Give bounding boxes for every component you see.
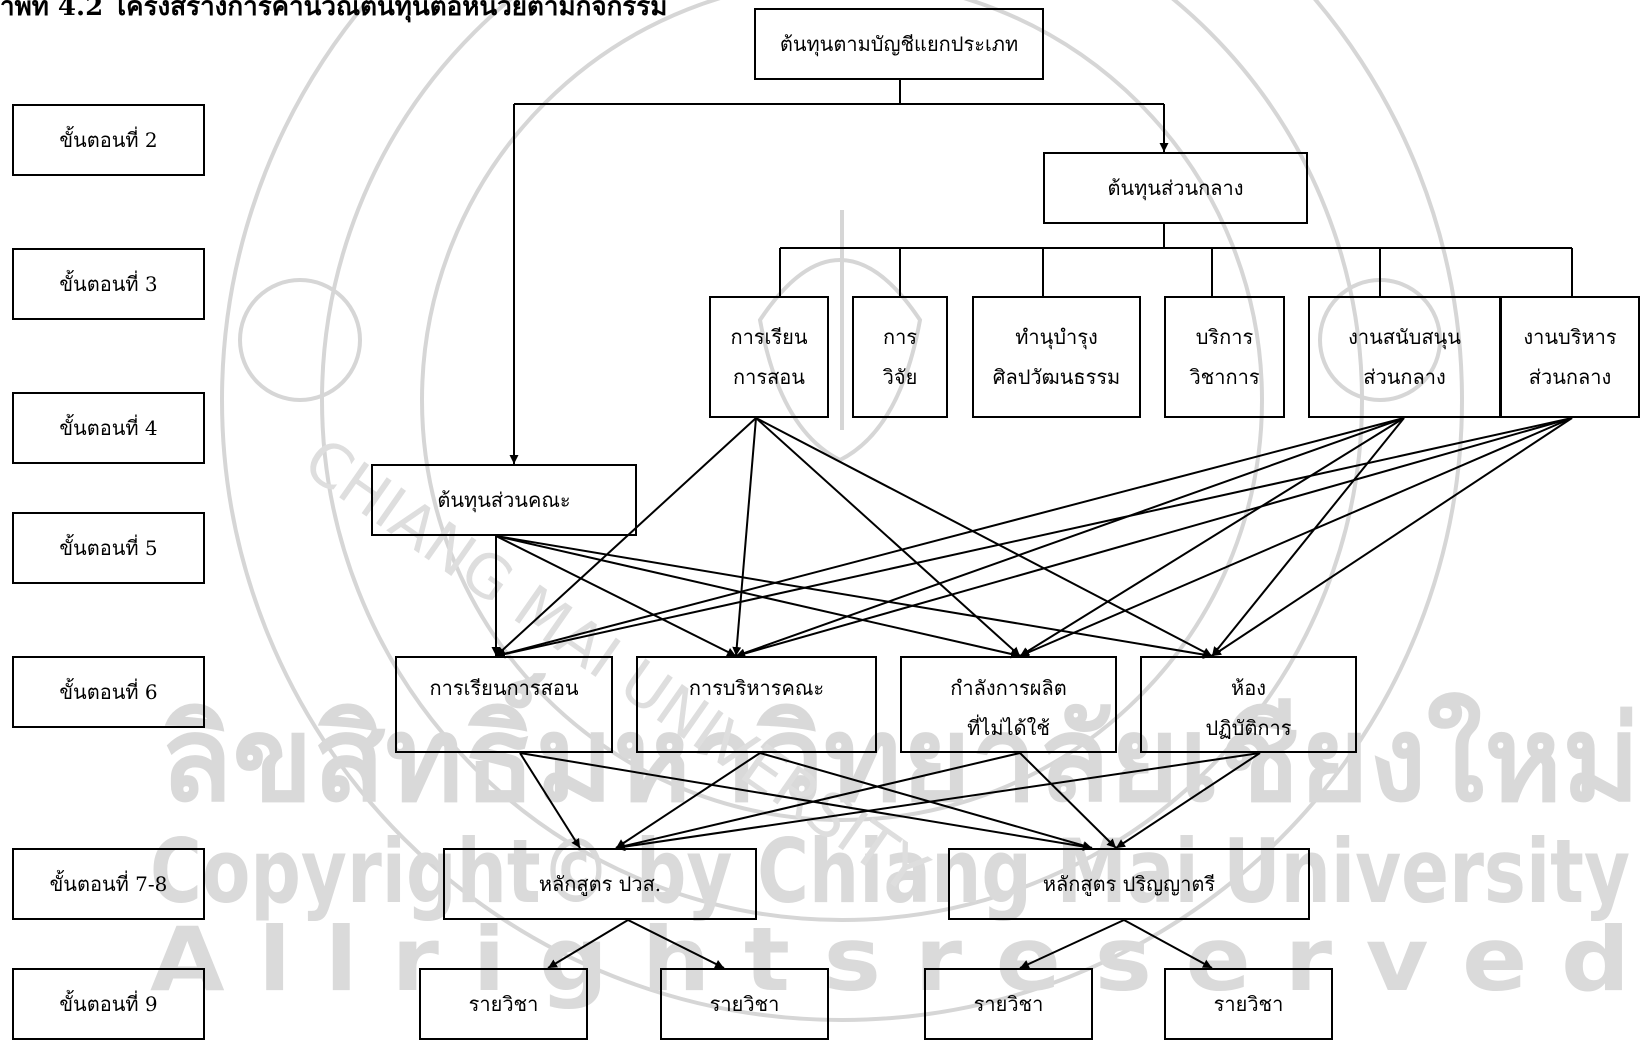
node-label-line: งานบริหาร <box>1523 325 1617 349</box>
node-label-line: การเรียน <box>730 325 808 349</box>
figure-title: าพที่ 4.2 โครงสร้างการคำนวณต้นทุนต่อหน่ว… <box>0 0 668 22</box>
arrow <box>495 417 1573 659</box>
node-faculty-cost: ต้นทุนส่วนคณะ <box>371 464 637 536</box>
node-central-activity: ทำนุบำรุงศิลปวัฒนธรรม <box>972 296 1141 418</box>
step-label-text: ขั้นตอนที่ 5 <box>59 536 158 560</box>
node-label-line: ต้นทุนส่วนคณะ <box>437 488 571 512</box>
node-label-line: หลักสูตร ปริญญาตรี <box>1042 872 1216 896</box>
arrow <box>615 752 1261 852</box>
node-label-line: การบริหารคณะ <box>688 676 825 700</box>
node-label-line: ต้นทุนตามบัญชีแยกประเภท <box>779 32 1019 56</box>
arrow <box>495 535 737 657</box>
node-central-activity: การเรียนการสอน <box>709 296 829 418</box>
arrow <box>1211 417 1405 657</box>
arrow <box>1019 417 1405 657</box>
step-label: ขั้นตอนที่ 2 <box>12 104 205 176</box>
node-root: ต้นทุนตามบัญชีแยกประเภท <box>754 8 1044 80</box>
node-label-line: บริการ <box>1195 325 1254 349</box>
node-label-line: ปฏิบัติการ <box>1205 716 1292 740</box>
node-label-line: ศิลปวัฒนธรรม <box>992 365 1121 389</box>
node-label-line: วิชาการ <box>1189 365 1260 389</box>
node-program: หลักสูตร ปริญญาตรี <box>948 848 1310 920</box>
node-label-line: วิจัย <box>882 365 918 389</box>
arrow <box>735 417 1573 658</box>
node-label-line: รายวิชา <box>709 992 780 1016</box>
arrow <box>547 919 629 969</box>
node-central-activity: บริการวิชาการ <box>1164 296 1285 418</box>
arrow <box>755 417 1213 657</box>
arrow <box>615 752 761 849</box>
node-label-line: การ <box>882 325 918 349</box>
node-program: หลักสูตร ปวส. <box>443 848 757 920</box>
node-label-line: หลักสูตร ปวส. <box>538 872 662 896</box>
step-label: ขั้นตอนที่ 7-8 <box>12 848 205 920</box>
node-label-line: ที่ไม่ได้ใช้ <box>967 716 1050 740</box>
arrow <box>755 417 1021 657</box>
arrow <box>1019 417 1573 657</box>
arrow <box>615 752 1021 851</box>
arrow <box>732 417 757 657</box>
node-label-line: กำลังการผลิต <box>950 676 1067 700</box>
arrow <box>519 752 581 849</box>
node-label-line: รายวิชา <box>468 992 539 1016</box>
arrow <box>1019 752 1117 849</box>
step-label-text: ขั้นตอนที่ 2 <box>59 128 158 152</box>
arrow <box>495 535 1021 659</box>
arrow <box>1123 919 1213 969</box>
arrow <box>495 417 757 657</box>
node-label-line: ส่วนกลาง <box>1363 365 1446 389</box>
node-activity: ห้องปฏิบัติการ <box>1140 656 1357 753</box>
step-label-text: ขั้นตอนที่ 7-8 <box>49 872 168 896</box>
node-label-line: ห้อง <box>1231 676 1266 700</box>
node-label-line: รายวิชา <box>1213 992 1284 1016</box>
watermark-line-3: A l l r i g h t s r e s e r v e d <box>150 908 1630 1011</box>
node-activity: การบริหารคณะ <box>636 656 877 753</box>
arrow <box>495 417 1405 659</box>
node-central-activity: การวิจัย <box>852 296 948 418</box>
watermark-line-2: Copyright© by Chiang Mai University <box>150 820 1630 923</box>
node-label-line: ทำนุบำรุง <box>1015 325 1098 349</box>
arrow <box>735 417 1405 658</box>
node-central-cost: ต้นทุนส่วนกลาง <box>1043 152 1308 224</box>
step-label: ขั้นตอนที่ 3 <box>12 248 205 320</box>
node-label-line: งานสนับสนุน <box>1348 325 1461 349</box>
arrow <box>1019 919 1125 969</box>
arrow <box>495 535 1213 659</box>
step-label-text: ขั้นตอนที่ 9 <box>59 992 158 1016</box>
arrow <box>627 919 725 969</box>
node-label-line: รายวิชา <box>973 992 1044 1016</box>
step-label: ขั้นตอนที่ 5 <box>12 512 205 584</box>
node-label-line: การเรียนการสอน <box>429 676 579 700</box>
node-label-line: การสอน <box>733 365 805 389</box>
arrow <box>759 752 1093 850</box>
node-label-line: ต้นทุนส่วนกลาง <box>1107 176 1244 200</box>
arrow <box>1211 417 1573 657</box>
node-activity: กำลังการผลิตที่ไม่ได้ใช้ <box>900 656 1117 753</box>
node-central-activity: งานบริหารส่วนกลาง <box>1500 296 1640 418</box>
step-label: ขั้นตอนที่ 6 <box>12 656 205 728</box>
node-course: รายวิชา <box>419 968 588 1040</box>
step-label-text: ขั้นตอนที่ 4 <box>59 416 158 440</box>
node-course: รายวิชา <box>924 968 1093 1040</box>
step-label-text: ขั้นตอนที่ 3 <box>59 272 158 296</box>
step-label-text: ขั้นตอนที่ 6 <box>59 680 158 704</box>
arrow <box>1115 752 1261 849</box>
node-label-line: ส่วนกลาง <box>1528 365 1612 389</box>
step-label: ขั้นตอนที่ 4 <box>12 392 205 464</box>
arrow <box>519 752 1093 851</box>
